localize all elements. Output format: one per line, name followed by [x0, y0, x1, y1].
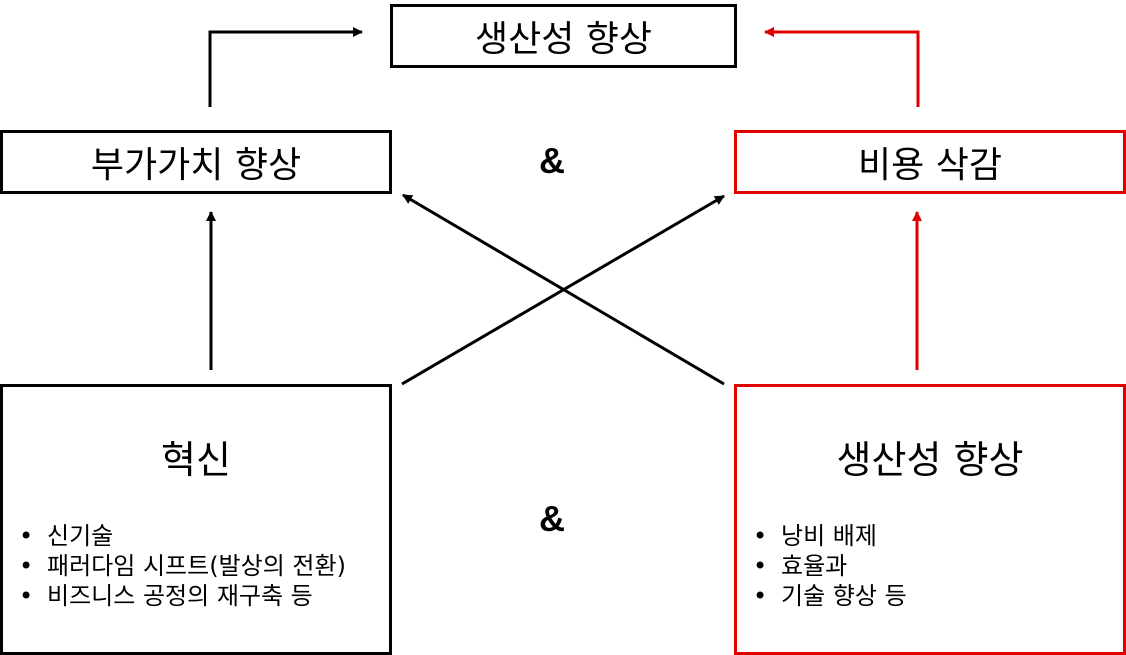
list-item: 신기술: [19, 521, 346, 551]
list-item: 기술 향상 등: [753, 581, 907, 611]
list-item: 패러다임 시프트(발상의 전환): [19, 551, 346, 581]
innovation-box: 혁신 신기술 패러다임 시프트(발상의 전환) 비즈니스 공정의 재구축 등: [0, 384, 392, 655]
ampersand-top: &: [539, 140, 565, 181]
list-item: 효율과: [753, 551, 907, 581]
productivity-list: 낭비 배제 효율과 기술 향상 등: [753, 521, 907, 611]
cost-reduction-box: 비용 삭감: [734, 130, 1126, 194]
productivity-detail-box: 생산성 향상 낭비 배제 효율과 기술 향상 등: [734, 384, 1126, 655]
top-productivity-title: 생산성 향상: [474, 19, 653, 60]
value-added-title: 부가가치 향상: [90, 145, 302, 186]
arrow-productivity-to-value: [402, 193, 725, 386]
list-item: 비즈니스 공정의 재구축 등: [19, 581, 346, 611]
arrow-right-to-top: [764, 27, 920, 107]
ampersand-bottom: &: [539, 498, 565, 539]
innovation-title: 혁신: [161, 438, 231, 482]
productivity-detail-title: 생산성 향상: [836, 438, 1024, 482]
cost-reduction-title: 비용 삭감: [858, 145, 1002, 186]
top-productivity-box: 생산성 향상: [390, 4, 737, 68]
list-item: 낭비 배제: [753, 521, 907, 551]
value-added-box: 부가가치 향상: [0, 130, 392, 194]
innovation-list: 신기술 패러다임 시프트(발상의 전환) 비즈니스 공정의 재구축 등: [19, 521, 346, 611]
arrow-left-to-top: [208, 27, 363, 107]
